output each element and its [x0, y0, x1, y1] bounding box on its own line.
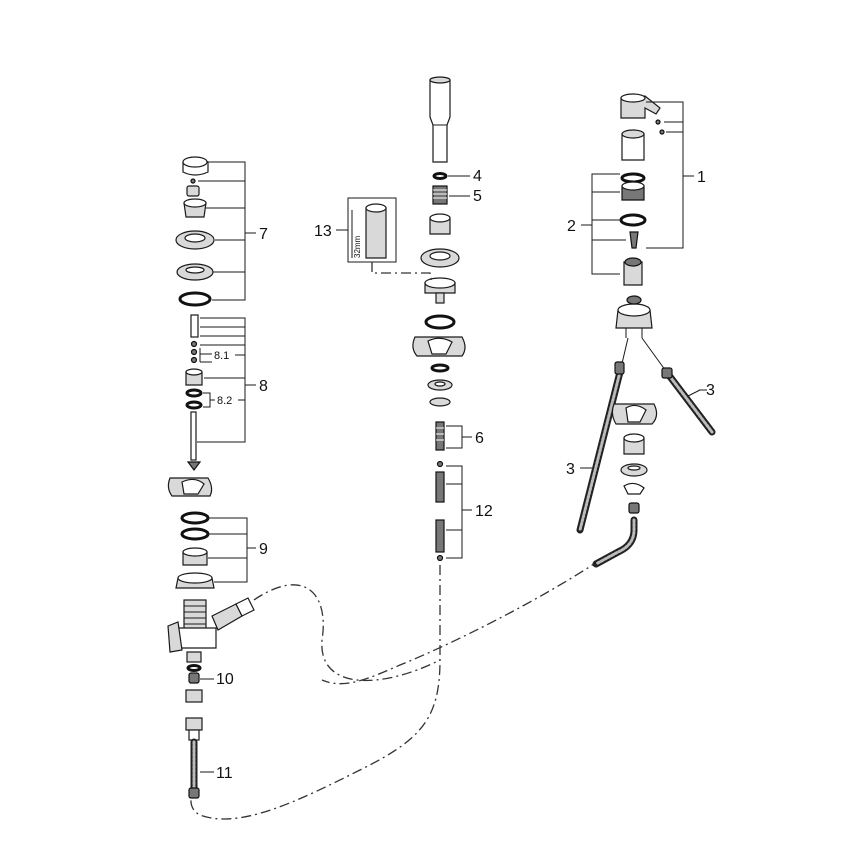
label-12: 12 [475, 503, 493, 520]
connector-12-part [435, 471, 445, 503]
o-ring-part [178, 291, 212, 307]
valve-6-part [435, 421, 445, 451]
tool-13-part [365, 207, 387, 259]
rod-part [190, 411, 197, 461]
label-9: 9 [259, 541, 268, 558]
label-10: 10 [216, 671, 234, 688]
small-ball-part [190, 178, 196, 184]
cartridge-ring-part [620, 172, 646, 184]
spring-5-part [432, 185, 448, 205]
gasket-part [180, 511, 210, 525]
o-ring-small-part [185, 388, 203, 398]
right-assembly: 1 2 3 3 [566, 93, 716, 568]
label-8-1: 8.1 [214, 350, 229, 362]
label-3-right: 3 [706, 382, 715, 399]
center-assembly: 4 5 6 12 [314, 76, 493, 562]
label-7: 7 [259, 226, 268, 243]
left-assembly: 7 8.1 8 8.2 [167, 156, 268, 799]
label-1: 1 [697, 169, 706, 186]
center-o-ring-part [424, 314, 456, 330]
label-3-left: 3 [566, 461, 575, 478]
hose-line-right [321, 559, 601, 685]
nut-fitting-part [185, 689, 203, 703]
label-4: 4 [473, 168, 482, 185]
label-2: 2 [567, 218, 576, 235]
label-8: 8 [259, 378, 268, 395]
label-6: 6 [475, 430, 484, 447]
label-dim: 32mm [353, 235, 362, 258]
label-11: 11 [216, 765, 233, 782]
label-5: 5 [473, 188, 482, 205]
small-nut-part [186, 185, 200, 197]
o-ring-10-part [186, 664, 202, 672]
elbow-hose-part [592, 516, 638, 568]
hose-line-left [237, 584, 441, 682]
label-13: 13 [314, 223, 332, 240]
handshower-part [429, 79, 451, 163]
o-ring-4-part [432, 172, 448, 180]
stem-part [190, 314, 199, 338]
label-8-2: 8.2 [217, 395, 232, 407]
